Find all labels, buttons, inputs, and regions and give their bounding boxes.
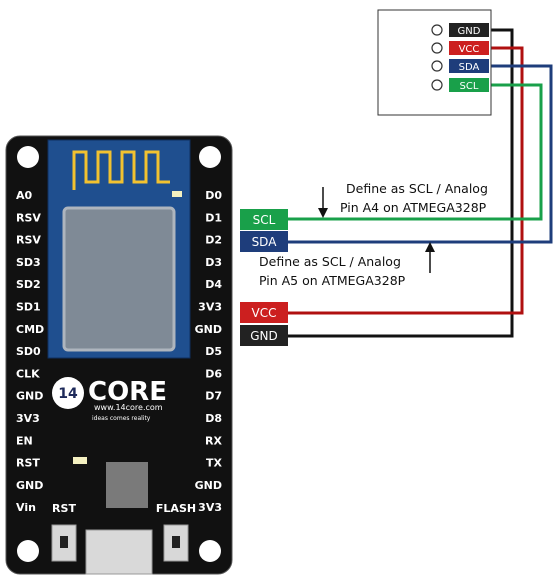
wires (288, 28, 553, 338)
board-tag-vcc-label: VCC (252, 306, 277, 320)
sda-note-arrowhead (425, 242, 435, 252)
logo-url: www.14core.com (94, 403, 163, 412)
gnd-wire (288, 28, 514, 338)
left-pin-sd1: SD1 (16, 301, 41, 314)
module-pin-scl (431, 79, 443, 91)
annotations: Define as SCL / Analog Pin A4 on ATMEGA3… (259, 181, 488, 288)
board-signal-tags: SCL SDA VCC GND (240, 209, 288, 346)
micro-usb-port (85, 529, 153, 575)
module-pin-vcc (431, 42, 443, 54)
logo-word: CORE (88, 377, 167, 407)
logo-number: 14 (58, 386, 78, 402)
left-pin-vin: Vin (16, 501, 36, 514)
status-led (172, 191, 182, 197)
left-pin-sd2: SD2 (16, 278, 41, 291)
sda-note-line2: Pin A5 on ATMEGA328P (259, 273, 406, 288)
board-tag-sda (240, 231, 288, 252)
right-pin-d1: D1 (205, 211, 222, 224)
left-pin-sd3: SD3 (16, 256, 41, 269)
module-pin-sda (431, 60, 443, 72)
module-tag-gnd-label: GND (458, 26, 481, 37)
board-tag-scl (240, 209, 288, 230)
scl-note-arrowhead (318, 208, 328, 218)
module-tag-sda (449, 59, 489, 73)
sda-note-line1: Define as SCL / Analog (259, 254, 401, 269)
left-pin-rsv: RSV (16, 234, 41, 247)
left-pin-rst: RST (16, 457, 40, 470)
i2c-module: GND VCC SDA SCL (377, 9, 492, 116)
flash-button-cap (172, 536, 180, 548)
module-pin-gnd (431, 24, 443, 36)
left-pin-gnd: GND (16, 479, 43, 492)
scl-note-line2: Pin A4 on ATMEGA328P (340, 200, 487, 215)
board-tag-scl-label: SCL (253, 213, 276, 227)
logo-tagline: ideas comes reality (92, 415, 151, 422)
right-pin-d6: D6 (205, 367, 222, 380)
left-pin-rsv: RSV (16, 211, 41, 224)
left-pin-a0: A0 (16, 189, 33, 202)
right-pin-d5: D5 (205, 345, 222, 358)
board-tag-gnd (240, 325, 288, 346)
rst-button-cap (60, 536, 68, 548)
mount-hole-top-left (17, 146, 39, 168)
rst-button-label: RST (52, 502, 76, 515)
sda-wire (288, 64, 553, 244)
left-pin-3v3: 3V3 (16, 412, 40, 425)
logo-badge (52, 377, 84, 409)
right-pin-3v3: 3V3 (198, 501, 222, 514)
right-pin-d4: D4 (205, 278, 222, 291)
core-logo: 14 CORE www.14core.com ideas comes reali… (52, 377, 167, 422)
right-pin-d7: D7 (205, 390, 222, 403)
left-pin-cmd: CMD (16, 323, 44, 336)
esp-shield-chip (62, 206, 176, 352)
left-pin-clk: CLK (16, 367, 40, 380)
board-tag-sda-label: SDA (252, 235, 278, 249)
module-tag-sda-label: SDA (459, 62, 480, 73)
right-pin-rx: RX (205, 434, 222, 447)
vcc-wire (288, 46, 524, 315)
left-pin-en: EN (16, 434, 33, 447)
antenna-trace (72, 150, 170, 190)
module-tag-vcc (449, 41, 489, 55)
module-tag-scl-label: SCL (460, 81, 479, 92)
flash-button-label: FLASH (156, 502, 196, 515)
scl-note-line1: Define as SCL / Analog (346, 181, 488, 196)
uart-chip (106, 462, 148, 508)
module-tag-gnd (449, 23, 489, 37)
mount-hole-bottom-right (199, 540, 221, 562)
right-pin-d2: D2 (205, 234, 222, 247)
right-pin-d0: D0 (205, 189, 222, 202)
module-tag-scl (449, 78, 489, 92)
left-pin-gnd: GND (16, 390, 43, 403)
mount-hole-top-right (199, 146, 221, 168)
scl-wire (288, 83, 543, 221)
left-pin-sd0: SD0 (16, 345, 41, 358)
right-pin-gnd: GND (195, 479, 222, 492)
right-pin-3v3: 3V3 (198, 301, 222, 314)
power-led (73, 457, 87, 464)
module-tag-vcc-label: VCC (459, 44, 480, 55)
nodemcu-board: A0RSVRSVSD3SD2SD1CMDSD0CLKGND3V3ENRSTGND… (5, 135, 233, 575)
right-pin-d3: D3 (205, 256, 222, 269)
board-tag-gnd-label: GND (250, 329, 278, 343)
mount-hole-bottom-left (17, 540, 39, 562)
right-pin-gnd: GND (195, 323, 222, 336)
right-pin-tx: TX (206, 457, 223, 470)
board-tag-vcc (240, 302, 288, 323)
right-pin-d8: D8 (205, 412, 222, 425)
